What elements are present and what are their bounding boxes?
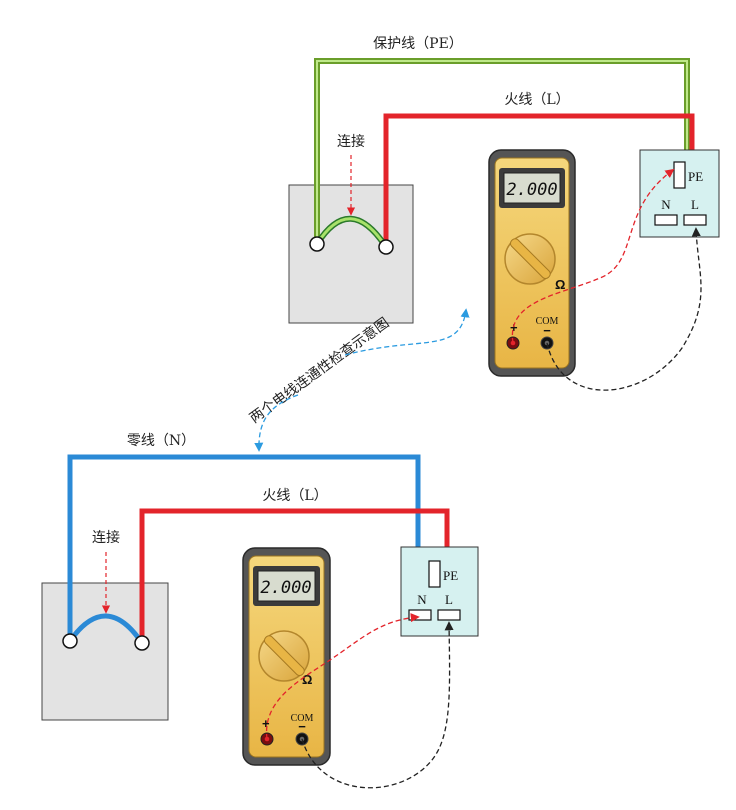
lower-socket-pe-label: PE — [443, 568, 458, 583]
lower-live-wire-label: 火线（L） — [262, 488, 327, 504]
upper-socket-l-slot — [683, 214, 707, 226]
lower-red-probe-lead — [266, 613, 420, 740]
lower-jumper-arc — [67, 613, 145, 645]
lower-lcd-reading: 2.000 — [260, 578, 311, 598]
lower-socket-n-slot — [408, 609, 432, 621]
lower-connect-label: 连接 — [92, 529, 120, 546]
diagram-title: 两个电线连通性检查示意图 — [246, 314, 392, 427]
upper-connect-label: 连接 — [337, 133, 365, 150]
upper-socket-n-slot — [654, 214, 678, 226]
lower-terminal-right — [134, 635, 150, 651]
upper-ohm-symbol: Ω — [555, 277, 565, 292]
upper-com-label: COM — [536, 316, 559, 327]
upper-lcd — [503, 172, 561, 204]
upper-circuit: 连接 保护线（PE） 火线（L） PE N L 2.000 Ω + COM — [288, 36, 720, 391]
upper-socket-pe-label: PE — [688, 169, 703, 184]
lower-socket-l-label: L — [445, 592, 453, 607]
upper-terminal-right — [378, 239, 394, 255]
upper-live-wire-label: 火线（L） — [504, 92, 569, 108]
lower-terminal-left — [62, 633, 78, 649]
lower-circuit: 连接 零线（N） 火线（L） PE N L 2.000 Ω + COM — [41, 433, 479, 789]
lower-live-wire — [139, 508, 450, 643]
upper-live-wire — [383, 113, 695, 247]
lower-junction-box — [41, 582, 169, 721]
upper-red-probe-lead — [511, 168, 675, 344]
upper-socket-n-label: N — [661, 197, 671, 212]
upper-plus-sign: + — [510, 320, 518, 335]
upper-pe-wire-label: 保护线（PE） — [373, 36, 463, 52]
lower-socket-pe-slot — [428, 560, 441, 588]
lower-com-label: COM — [291, 713, 314, 724]
lower-minus-sign: − — [298, 719, 306, 734]
title-connector-arrow-down — [254, 394, 299, 452]
title-connector-arrow-up — [344, 308, 470, 356]
lower-black-probe-lead — [301, 621, 454, 789]
lower-ohm-symbol: Ω — [302, 672, 312, 687]
upper-socket-l-label: L — [691, 197, 699, 212]
lower-socket-n-label: N — [417, 592, 427, 607]
upper-multimeter: 2.000 Ω + COM − — [488, 149, 576, 377]
upper-socket-pe-slot — [673, 161, 686, 189]
lower-plus-sign: + — [262, 716, 270, 731]
lower-socket: PE N L — [400, 546, 479, 637]
upper-lcd-reading: 2.000 — [506, 180, 557, 200]
upper-minus-sign: − — [543, 323, 551, 338]
lower-neutral-wire-label: 零线（N） — [127, 433, 195, 449]
upper-socket: PE N L — [639, 149, 720, 238]
lower-multimeter: 2.000 Ω + COM − — [242, 547, 331, 766]
lower-socket-l-slot — [437, 609, 461, 621]
lower-lcd — [257, 570, 316, 602]
upper-terminal-left — [309, 236, 325, 252]
